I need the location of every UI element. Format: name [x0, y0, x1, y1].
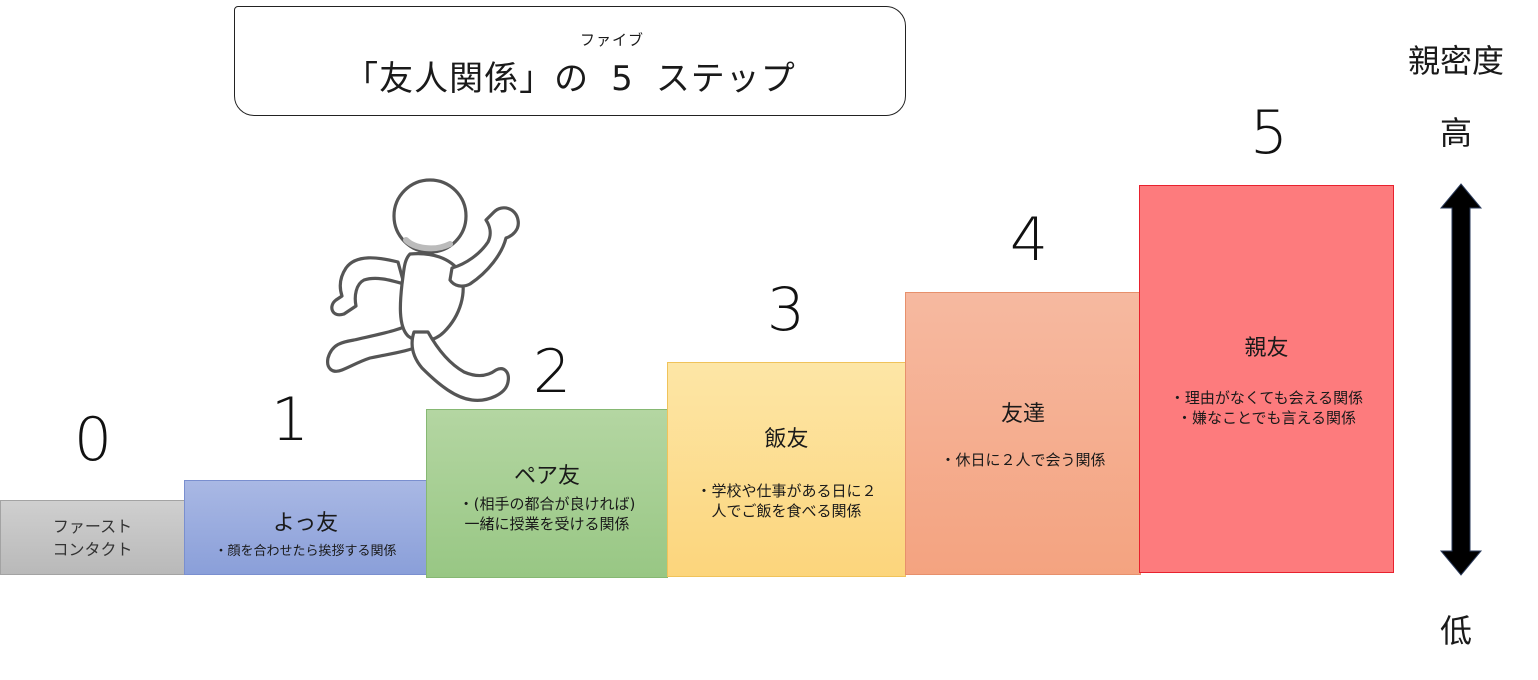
step-3-name: 飯友 [764, 427, 809, 452]
step-4-name: 友達 [1000, 402, 1045, 427]
step-5-name: 親友 [1244, 336, 1289, 361]
title-prefix: 「友人関係」の [344, 59, 590, 99]
step-3-desc: ・学校や仕事がある日に２ 人でご飯を食べる関係 [696, 482, 877, 521]
step-1-box: よっ友 ・顔を合わせたら挨拶する関係 [184, 480, 427, 575]
step-2-name: ペア友 [513, 464, 580, 489]
step-5-box: 親友 ・理由がなくても会える関係 ・嫌なことでも言える関係 [1139, 185, 1394, 573]
step-0-name: ファースト コンタクト [52, 517, 133, 560]
step-0-number: 0 [73, 405, 113, 475]
step-1-name: よっ友 [272, 511, 339, 536]
double-arrow-icon [1439, 183, 1483, 576]
intimacy-low-label: 低 [1440, 612, 1473, 650]
step-4-desc: ・休日に２人で会う関係 [940, 451, 1106, 469]
step-2-number: 2 [532, 337, 572, 407]
step-2-box: ペア友 ・(相手の都合が良ければ) 一緒に授業を受ける関係 [426, 409, 668, 578]
step-2-desc: ・(相手の都合が良ければ) 一緒に授業を受ける関係 [458, 495, 636, 534]
intimacy-scale-title: 親密度 [1408, 42, 1505, 80]
title-box: ファイブ 「友人関係」の 5 ステップ [234, 6, 906, 116]
step-5-desc: ・理由がなくても会える関係 ・嫌なことでも言える関係 [1169, 389, 1364, 428]
running-person-icon [326, 178, 520, 402]
title-suffix: ステップ [655, 59, 796, 99]
title-ruby: ファイブ [580, 31, 645, 49]
step-3-number: 3 [766, 275, 806, 345]
step-4-number: 4 [1009, 205, 1049, 275]
step-0-box: ファースト コンタクト [0, 500, 185, 575]
step-5-number: 5 [1249, 98, 1289, 168]
step-3-box: 飯友 ・学校や仕事がある日に２ 人でご飯を食べる関係 [667, 362, 906, 577]
step-4-box: 友達 ・休日に２人で会う関係 [905, 292, 1141, 575]
step-1-desc: ・顔を合わせたら挨拶する関係 [214, 544, 397, 559]
title-number: 5 [611, 59, 634, 99]
step-1-number: 1 [270, 385, 310, 455]
intimacy-high-label: 高 [1440, 114, 1473, 152]
page-title: 「友人関係」の 5 ステップ [235, 51, 905, 100]
